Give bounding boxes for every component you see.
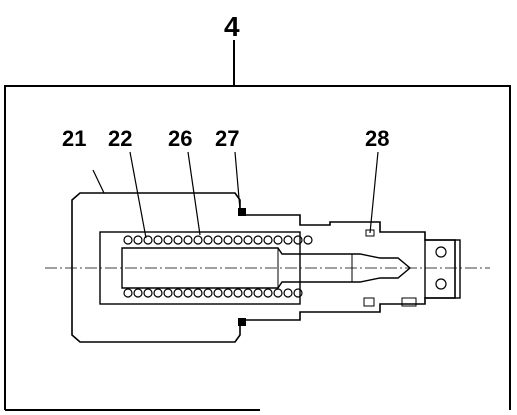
seal-lower-2 <box>363 297 375 307</box>
callout-22: 22 <box>108 126 132 151</box>
callout-26: 26 <box>168 126 192 151</box>
spring-top <box>123 235 313 245</box>
end-plug-hole-top <box>435 246 447 258</box>
callout-28: 28 <box>365 126 389 151</box>
leader-22 <box>129 151 147 239</box>
inner-bore <box>99 231 301 305</box>
assembly-label: 4 <box>224 11 240 42</box>
spring-bottom <box>123 288 303 298</box>
end-plug-hole-bottom <box>435 278 447 290</box>
seal-lower <box>401 297 417 307</box>
callout-21: 21 <box>62 126 86 151</box>
assembly-frame <box>4 85 511 410</box>
leader-21 <box>92 169 105 194</box>
leader-28 <box>369 151 379 234</box>
callout-27: 27 <box>215 126 239 151</box>
spool <box>121 247 412 289</box>
seal-28 <box>365 229 375 237</box>
o-ring-lower <box>238 318 246 326</box>
o-ring <box>238 208 246 216</box>
housing-body <box>71 192 456 343</box>
end-plug <box>424 239 461 299</box>
leader-27 <box>234 151 241 211</box>
